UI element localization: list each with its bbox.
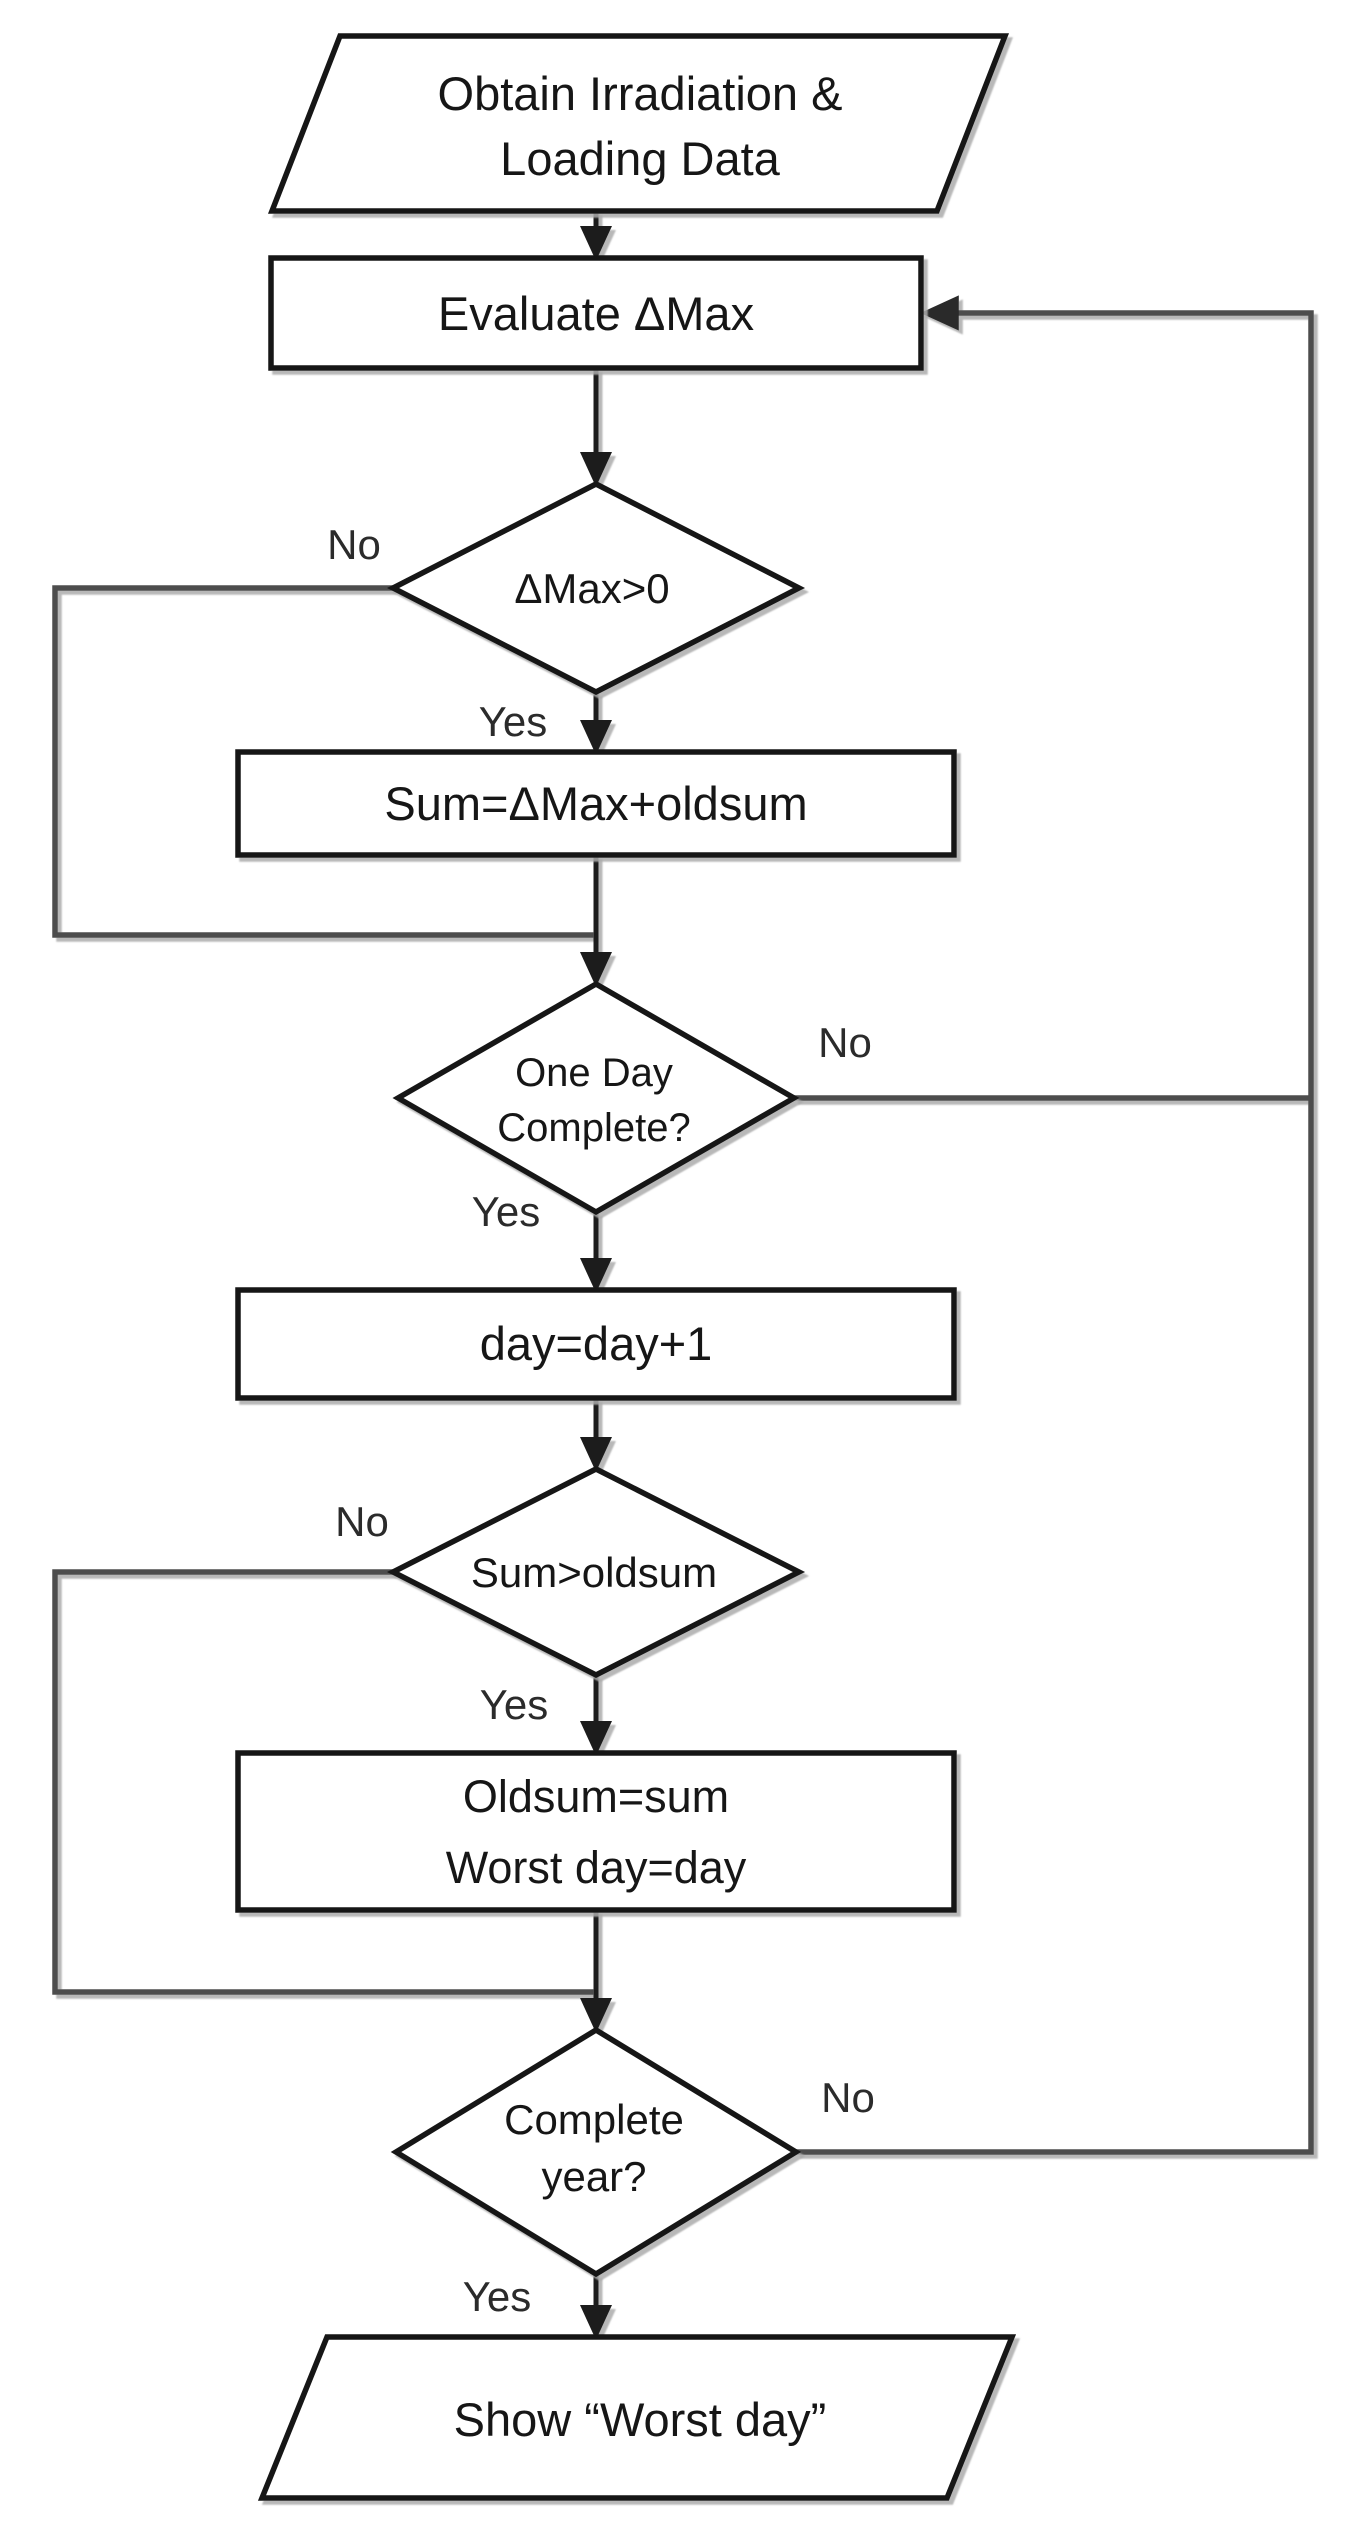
shape-evaluate-dmax xyxy=(268,255,924,371)
edge-sumgreater-no-loop xyxy=(52,1569,594,1995)
shapes-layer xyxy=(235,33,1017,2501)
shape-dmax-positive xyxy=(386,480,806,696)
shape-worst-day-update xyxy=(235,1750,957,1913)
shape-one-day-complete xyxy=(392,980,800,1216)
edges-layer xyxy=(52,211,1314,2341)
shape-sum-greater xyxy=(386,1465,806,1679)
edge-year-no-loop xyxy=(796,295,1314,2155)
shape-day-increment xyxy=(235,1287,957,1401)
shape-show-worst-day xyxy=(257,2334,1017,2501)
shape-complete-year xyxy=(390,2026,802,2278)
edge-dmax-no-loop xyxy=(52,585,594,938)
shape-sum-update xyxy=(235,749,957,858)
shape-obtain-data xyxy=(267,33,1010,214)
